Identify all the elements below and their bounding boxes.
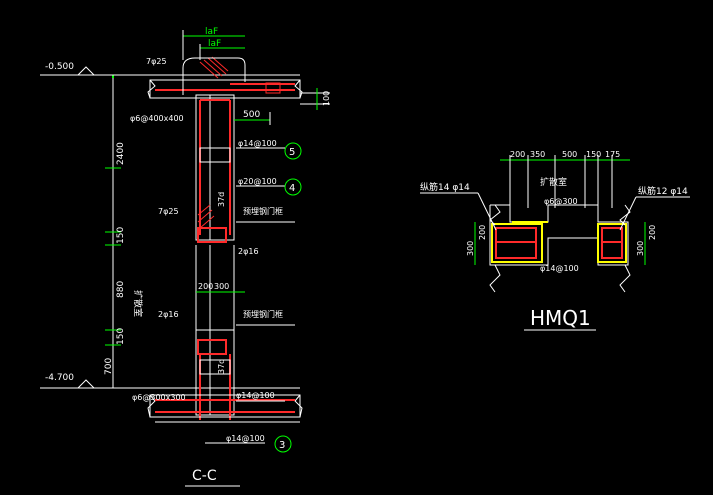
hmq-dim-175: 175 [605, 150, 620, 159]
hmq-dim-350: 350 [530, 150, 545, 159]
dim-880: 880 [116, 281, 126, 298]
hmq-dim-right-300: 300 [636, 241, 645, 256]
dim-150-upper: 150 [116, 227, 126, 244]
section-title-cc: C-C [192, 468, 217, 484]
label-bar-top: 7φ25 [146, 57, 167, 66]
section-hmq1: 200 350 500 150 175 300 200 300 200 纵筋14… [420, 150, 690, 331]
label-phi14-100-a: φ14@100 [238, 139, 277, 148]
hmq-dim-500: 500 [562, 150, 577, 159]
label-lap-a: 37d [217, 192, 226, 207]
hmq-label-right-bars: 纵筋12 φ14 [638, 185, 688, 197]
label-phi14-100-b: φ14@100 [236, 391, 275, 400]
hmq-label-room: 扩散室 [540, 176, 567, 188]
hmq-dim-left-300: 300 [466, 241, 475, 256]
marker-5: 5 [289, 147, 295, 158]
section-cc: 2400 150 880 150 700 -0.500 -4.700 [40, 27, 331, 487]
hmq-dim-150: 150 [586, 150, 601, 159]
label-2phi16-b: 2φ16 [158, 310, 179, 319]
label-phi14-100-c: φ14@100 [226, 434, 265, 443]
hmq-dim-right-200: 200 [648, 225, 657, 240]
hmq-label-bottom-bar: φ14@100 [540, 264, 579, 273]
label-bar-mid: 7φ25 [158, 207, 179, 216]
label-embed-a: 预埋钢门框 [243, 206, 283, 216]
label-stirrup-bot: φ6@300x300 [132, 393, 186, 402]
section-title-hmq1: HMQ1 [530, 306, 591, 330]
label-lap-b: 37d [217, 359, 226, 374]
dim-150-lower: 150 [116, 328, 126, 345]
hmq-label-stirrup: φ6@300 [544, 197, 578, 206]
dim-700: 700 [104, 358, 114, 375]
label-room-cc: 扩散室 [132, 290, 144, 317]
label-embed-b: 预埋钢门框 [243, 309, 283, 319]
level-top: -0.500 [45, 62, 74, 72]
laF-label-2: laF [208, 39, 221, 49]
marker-3: 3 [279, 440, 285, 451]
label-stirrup-top: φ6@400x400 [130, 114, 184, 123]
dim-300: 300 [214, 282, 229, 291]
dim-2400: 2400 [116, 142, 126, 165]
marker-4: 4 [289, 183, 295, 194]
level-bottom: -4.700 [45, 373, 74, 383]
dim-500: 500 [243, 110, 260, 120]
hmq-dim-200: 200 [510, 150, 525, 159]
laF-label-1: laF [205, 27, 218, 37]
dim-100: 100 [322, 91, 331, 106]
label-phi20-100: φ20@100 [238, 177, 277, 186]
hmq-label-left-bars: 纵筋14 φ14 [420, 181, 470, 193]
label-2phi16-a: 2φ16 [238, 247, 259, 256]
dim-200: 200 [198, 282, 213, 291]
hmq-dim-left-200: 200 [478, 225, 487, 240]
